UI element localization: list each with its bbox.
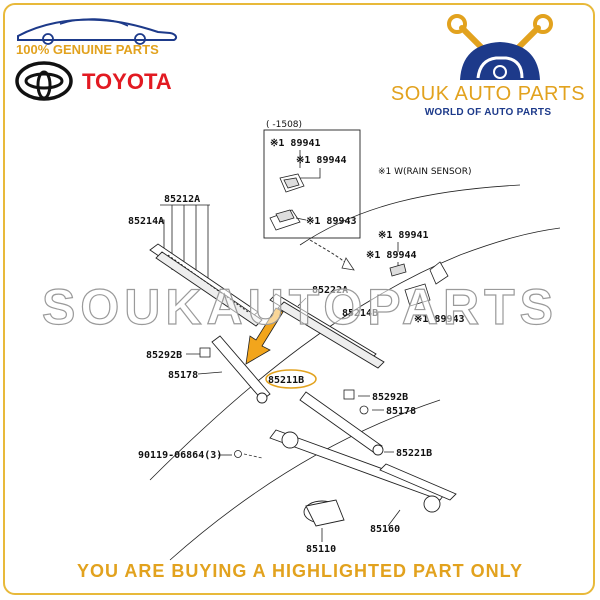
genuine-parts-tagline: 100% GENUINE PARTS — [16, 42, 159, 57]
shop-name: SOUK AUTO PARTS — [390, 83, 586, 105]
label-85212A: 85212A — [164, 194, 200, 205]
toyota-brand-text: TOYOTA — [82, 69, 172, 94]
label-89943-a: ※1 89943 — [306, 216, 357, 227]
label-89941-a: ※1 89941 — [270, 138, 321, 149]
label-85160: 85160 — [370, 524, 400, 535]
label-85292B-a: 85292B — [146, 350, 182, 361]
label-90119: 90119-06864(3) — [138, 450, 222, 461]
connector-part-icon — [269, 173, 305, 231]
label-89944-b: ※1 89944 — [366, 250, 417, 261]
label-89944-a: ※1 89944 — [296, 155, 347, 166]
wiper-motor-85110 — [303, 499, 345, 527]
bolt-icon — [234, 450, 242, 458]
label-89941-b: ※1 89941 — [378, 230, 429, 241]
highlight-ring — [265, 369, 317, 389]
label-85178-b: 85178 — [386, 406, 416, 417]
watermark: SOUKAUTOPARTS — [41, 278, 558, 335]
footer-notice: YOU ARE BUYING A HIGHLIGHTED PART ONLY — [76, 561, 524, 581]
label-85214A: 85214A — [128, 216, 164, 227]
wiper-blade-left — [149, 243, 263, 327]
rain-sensor-note: ※1 W(RAIN SENSOR) — [378, 167, 472, 177]
wiper-arm-85221B — [299, 391, 384, 456]
label-85211B: 85211B — [268, 375, 304, 386]
wiper-arm-85211B — [211, 335, 271, 404]
shop-tagline: WORLD OF AUTO PARTS — [424, 107, 552, 118]
label-85222A: 85222A — [312, 285, 348, 296]
label-85292B-b: 85292B — [372, 392, 408, 403]
label-85110: 85110 — [306, 544, 336, 555]
connector-inset-box — [263, 129, 361, 239]
label-85214B: 85214B — [342, 308, 378, 319]
label-85178-a: 85178 — [168, 370, 198, 381]
page-frame — [3, 3, 595, 595]
wiper-blade-right — [269, 293, 385, 369]
label-89943-b: ※1 89943 — [414, 314, 465, 325]
sensor-part-icon — [389, 261, 449, 307]
inset-note: ( -1508) — [266, 120, 302, 130]
wiper-linkage-85160 — [269, 429, 457, 513]
highlight-arrow — [245, 307, 284, 365]
label-85221B: 85221B — [396, 448, 432, 459]
